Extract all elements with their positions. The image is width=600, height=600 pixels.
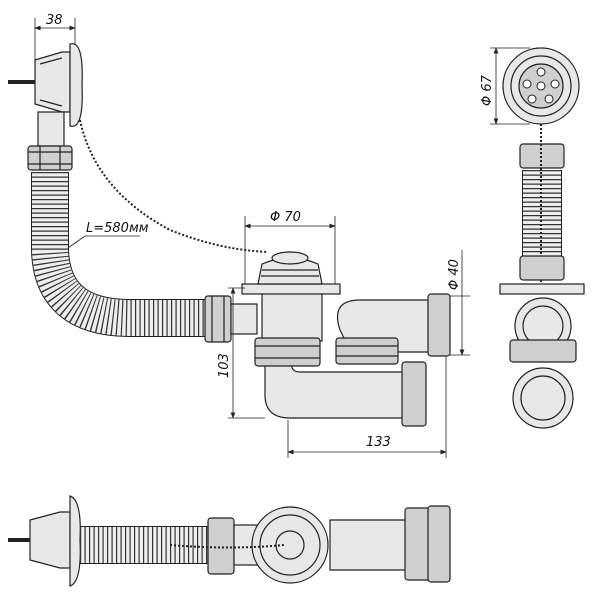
dimension-overflow: 38 bbox=[34, 13, 76, 60]
dimension-drain: Φ 70 bbox=[244, 210, 336, 284]
dimension-hose: L=580мм bbox=[67, 221, 149, 249]
overflow-assembly bbox=[8, 43, 83, 171]
side-view: Φ 67 bbox=[480, 47, 585, 429]
dimension-height: 103 bbox=[217, 287, 265, 419]
outlet-nut-upper bbox=[427, 293, 451, 357]
corrugated-hose bbox=[31, 172, 210, 337]
top-view bbox=[8, 495, 451, 587]
dim-phi67: Φ 67 bbox=[480, 74, 495, 106]
dim-103: 103 bbox=[217, 353, 232, 378]
bottle-trap bbox=[204, 251, 451, 427]
dim-phi70: Φ 70 bbox=[270, 210, 301, 225]
overflow-nut bbox=[27, 145, 73, 171]
hose-nut bbox=[204, 295, 232, 343]
dim-133: 133 bbox=[366, 435, 391, 450]
dimension-length: 133 bbox=[287, 356, 447, 458]
dim-hose-length: L=580мм bbox=[86, 221, 149, 236]
trap-nut bbox=[254, 337, 321, 367]
dim-38: 38 bbox=[46, 13, 63, 28]
outlet-nut-lower bbox=[401, 361, 427, 427]
drain-flange bbox=[241, 283, 341, 295]
dim-phi40: Φ 40 bbox=[447, 259, 462, 290]
dimension-outlet: Φ 40 bbox=[447, 250, 470, 356]
